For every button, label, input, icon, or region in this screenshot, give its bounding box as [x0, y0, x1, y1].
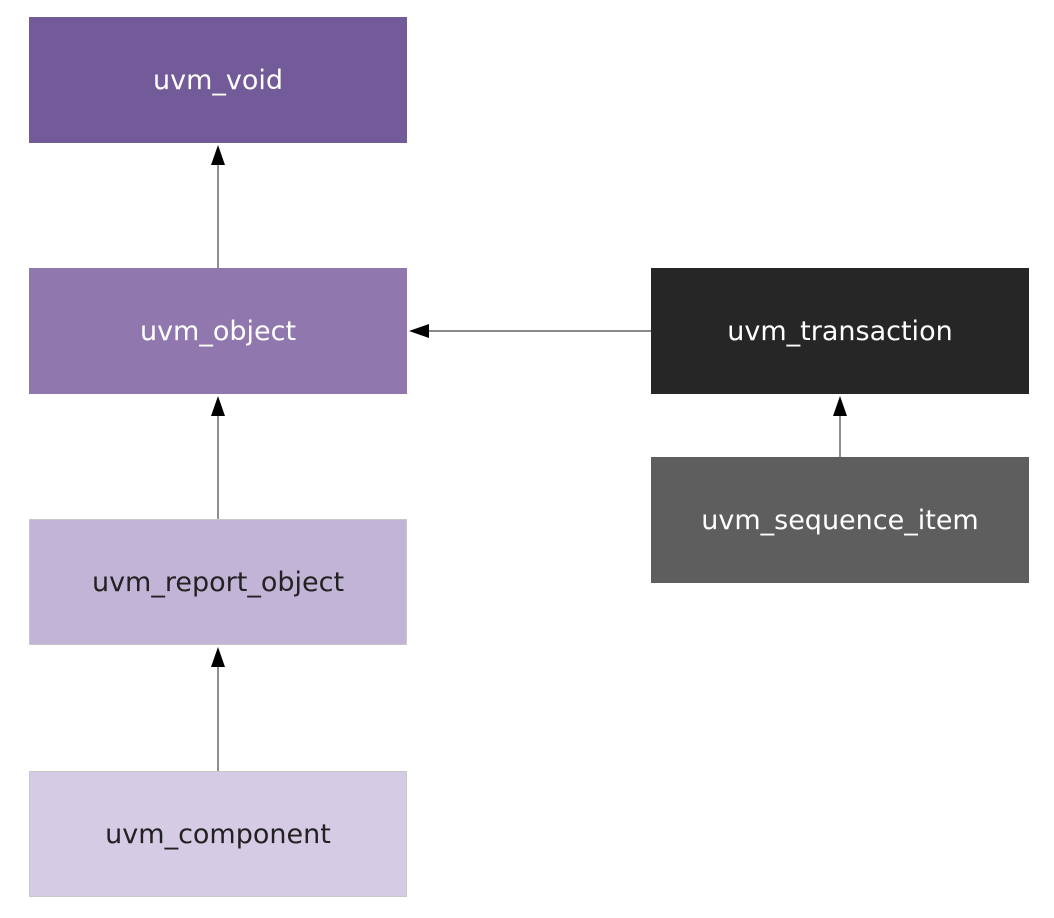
node-label: uvm_transaction — [727, 315, 953, 347]
arrowhead-report — [211, 647, 225, 667]
arrowhead-void — [211, 145, 225, 165]
node-label: uvm_component — [105, 818, 331, 850]
node-label: uvm_object — [139, 315, 297, 347]
node-uvm-object: uvm_object — [29, 268, 407, 394]
node-uvm-component: uvm_component — [29, 771, 407, 897]
node-label: uvm_report_object — [91, 566, 345, 598]
arrowhead-transaction — [833, 396, 847, 416]
node-label: uvm_void — [152, 64, 284, 96]
arrowhead-object-bottom — [211, 396, 225, 416]
node-uvm-transaction: uvm_transaction — [651, 268, 1029, 394]
arrowhead-object-right — [409, 324, 429, 338]
node-uvm-sequence-item: uvm_sequence_item — [651, 457, 1029, 583]
node-uvm-report-object: uvm_report_object — [29, 519, 407, 645]
node-label: uvm_sequence_item — [701, 504, 979, 536]
node-uvm-void: uvm_void — [29, 17, 407, 143]
